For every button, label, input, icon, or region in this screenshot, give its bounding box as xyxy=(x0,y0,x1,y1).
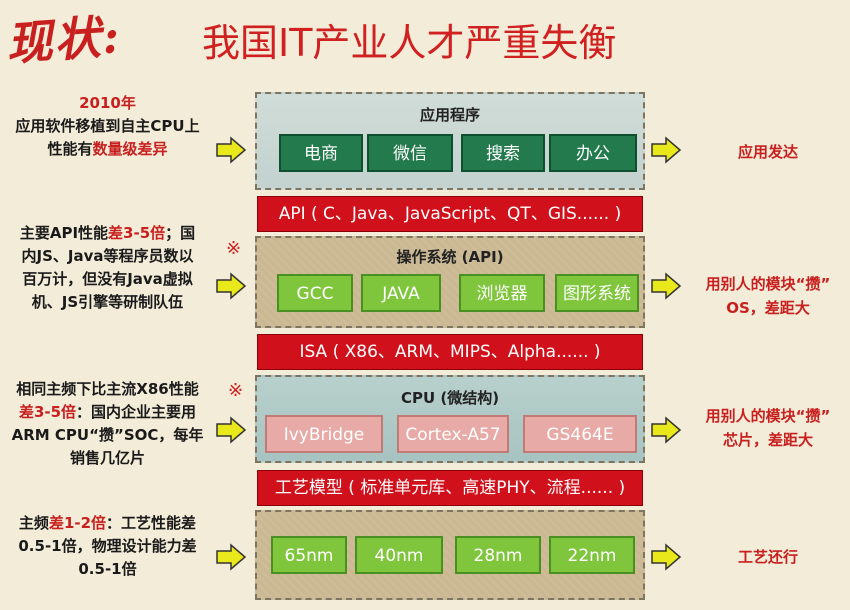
process-40nm: 40nm xyxy=(355,536,443,574)
layer-cpu: CPU (微结构) IvyBridge Cortex-A57 GS464E xyxy=(255,375,645,463)
app-search: 搜索 xyxy=(461,134,545,172)
note-line: ARM CPU“攒”SOC，每年 xyxy=(11,426,204,444)
note-line: 主要API性能差3-5倍；国 xyxy=(19,224,196,242)
note-line: 主频差1-2倍：工艺性能差 xyxy=(18,514,197,532)
isa-bar: ISA ( X86、ARM、MIPS、Alpha...... ) xyxy=(257,334,643,370)
note-right-application: 应用发达 xyxy=(737,143,798,161)
arrow-right-icon xyxy=(216,416,247,444)
arrow-right-icon xyxy=(651,272,682,300)
cpu-gs464e: GS464E xyxy=(523,415,637,453)
os-graphics: 图形系统 xyxy=(555,274,639,312)
os-browser: 浏览器 xyxy=(459,274,545,312)
arrow-right-icon xyxy=(216,272,247,300)
cpu-ivybridge: IvyBridge xyxy=(265,415,383,453)
note-line: 百万计，但没有Java虚拟 xyxy=(22,270,193,288)
os-java: JAVA xyxy=(361,274,441,312)
handwritten-title: 现状: xyxy=(4,9,123,71)
note-line: 用别人的模块“攒” xyxy=(705,275,831,293)
layer-label: 应用程序 xyxy=(419,106,480,124)
page-title: 我国IT产业人才严重失衡 xyxy=(202,21,617,65)
note-line: 0.5-1倍 xyxy=(78,560,137,578)
note-line: 内JS、Java等程序员数以 xyxy=(21,247,194,265)
note-line: 应用软件移植到自主CPU上 xyxy=(15,117,200,135)
api-bar: API ( C、Java、JavaScript、QT、GIS...... ) xyxy=(257,196,643,232)
note-line: 相同主频下比主流X86性能 xyxy=(16,380,199,398)
app-ecommerce: 电商 xyxy=(279,134,363,172)
note-line: 性能有数量级差异 xyxy=(47,140,168,158)
process-model-bar: 工艺模型 ( 标准单元库、高速PHY、流程...... ) xyxy=(257,470,643,506)
arrow-right-icon xyxy=(216,543,247,571)
app-wechat: 微信 xyxy=(367,134,453,172)
note-right-cpu: 用别人的模块“攒” 芯片，差距大 xyxy=(688,404,848,452)
process-22nm: 22nm xyxy=(549,536,635,574)
layer-label: CPU (微结构) xyxy=(400,389,500,407)
cpu-cortex-a57: Cortex-A57 xyxy=(397,415,509,453)
layer-application: 应用程序 电商 微信 搜索 办公 xyxy=(255,92,645,190)
note-line: 机、JS引擎等研制队伍 xyxy=(31,293,184,311)
note-line: OS，差距大 xyxy=(726,299,810,317)
note-right-os: 用别人的模块“攒” OS，差距大 xyxy=(688,272,848,320)
x-mark-icon: ※ xyxy=(226,238,242,259)
arrow-right-icon xyxy=(651,136,682,164)
layer-os: 操作系统 (API) GCC JAVA 浏览器 图形系统 xyxy=(255,236,645,328)
arrow-right-icon xyxy=(216,136,247,164)
note-os: 主要API性能差3-5倍；国 内JS、Java等程序员数以 百万计，但没有Jav… xyxy=(0,222,215,314)
note-cpu: 相同主频下比主流X86性能 差3-5倍：国内企业主要用 ARM CPU“攒”SO… xyxy=(0,378,215,470)
note-process: 主频差1-2倍：工艺性能差 0.5-1倍，物理设计能力差 0.5-1倍 xyxy=(0,512,215,581)
layer-label: 操作系统 (API) xyxy=(396,248,504,266)
note-application: 2010年 应用软件移植到自主CPU上 性能有数量级差异 xyxy=(0,92,215,161)
layer-process: 65nm 40nm 28nm 22nm xyxy=(255,510,645,600)
note-line: 差3-5倍：国内企业主要用 xyxy=(18,403,197,421)
note-line: 芯片，差距大 xyxy=(722,431,813,449)
arrow-right-icon xyxy=(651,543,682,571)
process-28nm: 28nm xyxy=(455,536,541,574)
x-mark-icon: ※ xyxy=(228,380,244,401)
process-65nm: 65nm xyxy=(271,536,347,574)
note-year: 2010年 xyxy=(79,94,136,112)
os-gcc: GCC xyxy=(277,274,353,312)
note-line: 用别人的模块“攒” xyxy=(705,407,831,425)
note-line: 0.5-1倍，物理设计能力差 xyxy=(18,537,197,555)
note-line: 销售几亿片 xyxy=(69,449,145,467)
note-right-process: 工艺还行 xyxy=(737,548,798,566)
arrow-right-icon xyxy=(651,416,682,444)
app-office: 办公 xyxy=(549,134,637,172)
